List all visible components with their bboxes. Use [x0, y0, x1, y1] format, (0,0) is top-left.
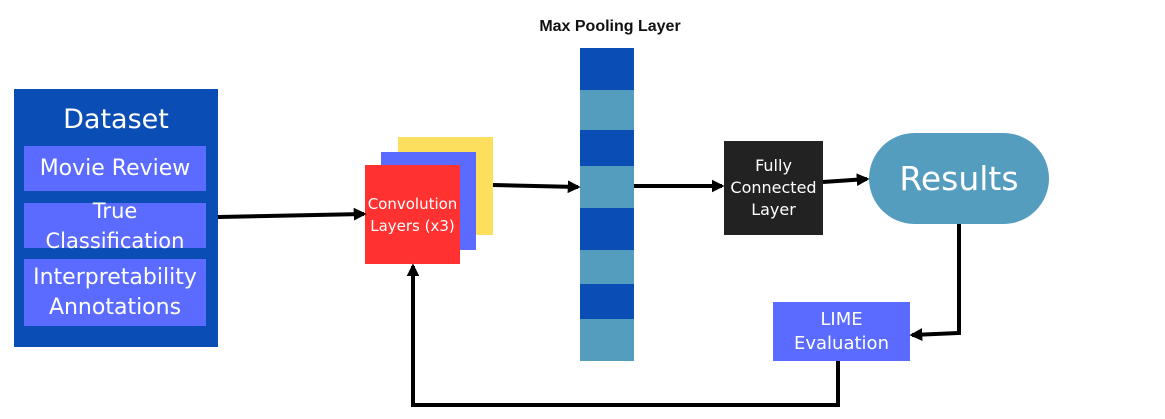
pooling-segment-light	[580, 90, 634, 130]
pooling-segment-dark	[580, 130, 634, 166]
pooling-segment-light	[580, 319, 634, 361]
arrow-lime-to-convolution	[406, 263, 840, 407]
pooling-segment-dark	[580, 48, 634, 90]
lime-evaluation-block: LIME Evaluation	[773, 302, 910, 361]
convolution-layers-block: Convolution Layers (x3)	[365, 165, 460, 264]
dataset-item-movie-review: Movie Review	[24, 146, 206, 191]
pooling-segment-light	[580, 166, 634, 208]
arrow-dataset-to-convolution	[217, 207, 367, 221]
arrow-fully-connected-to-results	[822, 173, 870, 187]
pooling-segment-dark	[580, 208, 634, 250]
arrow-results-to-lime	[909, 224, 961, 341]
pooling-segment-dark	[580, 284, 634, 319]
max-pooling-column	[580, 48, 634, 361]
fully-connected-layer-block: Fully Connected Layer	[724, 141, 823, 235]
results-block: Results	[869, 133, 1049, 224]
arrow-convolution-to-pooling	[492, 180, 581, 194]
dataset-item-interpretability-annotations: Interpretability Annotations	[24, 259, 206, 326]
pooling-segment-light	[580, 250, 634, 284]
pooling-layer-title: Max Pooling Layer	[539, 18, 681, 35]
dataset-title: Dataset	[63, 103, 169, 135]
